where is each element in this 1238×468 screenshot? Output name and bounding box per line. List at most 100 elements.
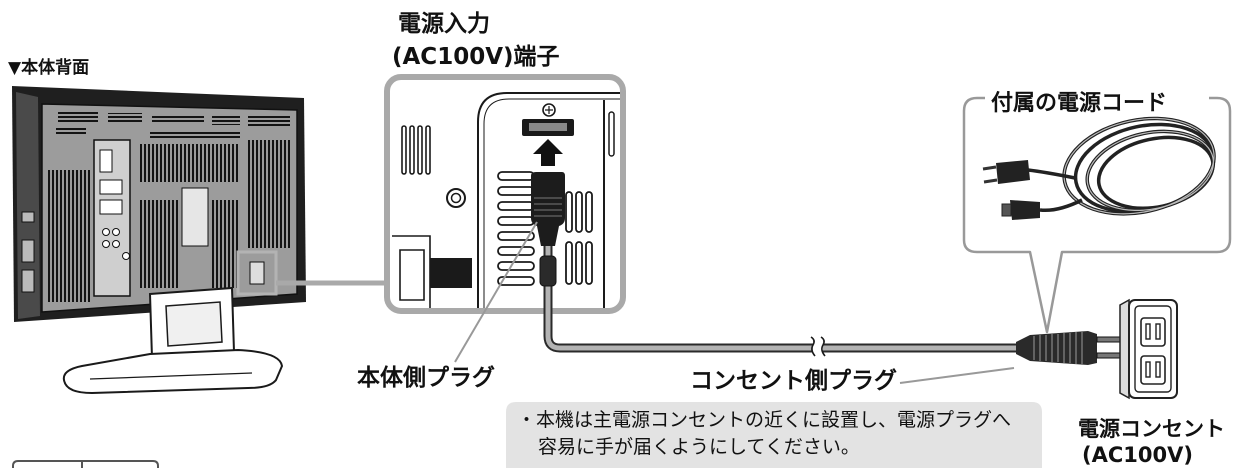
vent-slot bbox=[585, 191, 593, 233]
side-port bbox=[21, 239, 35, 263]
vent-slot bbox=[401, 125, 407, 175]
body-plug-leader-line bbox=[454, 221, 538, 363]
wall-outlet-label: 電源コンセント bbox=[1078, 417, 1225, 441]
power-input-sublabel: (AC100V)端子 bbox=[392, 44, 560, 70]
terminal-jack bbox=[112, 240, 120, 248]
vent-slot bbox=[212, 115, 240, 125]
power-cord bbox=[545, 238, 1020, 351]
socket-slit bbox=[1155, 323, 1161, 340]
outlet-plug-body bbox=[1016, 331, 1097, 365]
outlet-side-plug bbox=[1016, 331, 1122, 365]
stand-bracket-block bbox=[430, 258, 472, 288]
top-vent-slots bbox=[56, 112, 290, 138]
wall-outlet-sublabel: (AC100V) bbox=[1082, 443, 1193, 467]
vent-slot bbox=[575, 241, 583, 285]
power-input-label: 電源入力 bbox=[398, 11, 490, 37]
arrow-up-icon bbox=[533, 139, 563, 166]
closeup-left-slots bbox=[401, 125, 431, 175]
vent-grille bbox=[48, 170, 90, 302]
stand-base bbox=[62, 348, 284, 395]
tv-rear-illustration bbox=[12, 86, 306, 322]
vent-slot bbox=[497, 246, 535, 256]
body-plug-grip bbox=[534, 197, 562, 217]
screw-inner bbox=[450, 192, 462, 204]
rear-vent-grilles bbox=[48, 140, 292, 302]
cord-lead bbox=[1027, 168, 1076, 180]
side-port bbox=[21, 211, 35, 223]
rear-view-label: ▼本体背面 bbox=[8, 58, 90, 78]
cord-break-gap bbox=[813, 341, 823, 355]
outlet-socket bbox=[1140, 355, 1166, 385]
vent-slot bbox=[565, 241, 573, 285]
vent-grille bbox=[246, 140, 292, 248]
socket-slit bbox=[1155, 361, 1161, 378]
stand-base-edge bbox=[89, 372, 253, 380]
vent-slot bbox=[425, 125, 431, 175]
cord-break-wave bbox=[810, 336, 816, 357]
vent-grille bbox=[212, 200, 238, 288]
terminal-jack bbox=[122, 252, 130, 260]
vent-slot bbox=[497, 261, 535, 271]
body-side-plug-label: 本体側プラグ bbox=[357, 365, 495, 391]
vent-slot bbox=[497, 231, 535, 241]
vent-slot bbox=[575, 191, 583, 233]
vent-slot bbox=[417, 125, 423, 175]
vent-slot bbox=[497, 276, 535, 286]
vent-slot bbox=[108, 113, 142, 123]
socket-slit bbox=[1145, 323, 1151, 340]
vent-slot bbox=[248, 116, 290, 126]
note-text-line1: ・本機は主電源コンセントの近くに設置し、電源プラグへ bbox=[517, 409, 1012, 431]
vent-slot bbox=[152, 114, 204, 124]
wall-outlet-icon bbox=[1119, 298, 1178, 400]
terminal-port bbox=[99, 149, 113, 173]
terminal-jack bbox=[102, 228, 110, 236]
cord-lead bbox=[1039, 198, 1083, 213]
cord-coil-highlight bbox=[1086, 130, 1215, 211]
cord-break-wave bbox=[820, 336, 826, 357]
partial-box-edge bbox=[12, 460, 159, 468]
mount-plate bbox=[181, 187, 209, 247]
outlet-plug-grip bbox=[1033, 332, 1083, 364]
note-text-line2: 容易に手が届くようにしてください。 bbox=[538, 436, 860, 458]
cord-coil-highlight bbox=[1063, 117, 1215, 215]
outlet-plug-leader-line bbox=[899, 367, 1015, 384]
outlet-plug-mini bbox=[996, 160, 1030, 184]
socket-slit bbox=[1145, 361, 1151, 378]
cord-break-icon bbox=[810, 336, 826, 357]
coiled-power-cord bbox=[1062, 116, 1216, 216]
outlet-side-depth bbox=[1119, 298, 1130, 400]
power-terminal-closeup bbox=[392, 92, 620, 308]
body-side-plug bbox=[531, 172, 565, 246]
power-terminal-small bbox=[249, 261, 265, 285]
inlet-plug-mini bbox=[1010, 200, 1040, 220]
power-terminal-highlight bbox=[236, 250, 278, 296]
closeup-vertical-slots bbox=[565, 191, 593, 285]
outlet-side-plug-label: コンセント側プラグ bbox=[690, 368, 897, 394]
vent-slot bbox=[56, 128, 86, 136]
cord-coil bbox=[1096, 135, 1215, 210]
rear-panel-edge bbox=[477, 92, 620, 308]
side-slot bbox=[608, 111, 615, 157]
vent-grille bbox=[138, 200, 178, 288]
cord-callout-frame bbox=[962, 96, 1232, 334]
terminal-port bbox=[99, 179, 123, 195]
plug-prong bbox=[1096, 336, 1122, 343]
vent-slot bbox=[150, 130, 240, 138]
body-plug-shell bbox=[531, 172, 565, 246]
side-port bbox=[21, 269, 35, 293]
inlet-plug-face bbox=[1001, 203, 1012, 217]
vent-slot bbox=[58, 112, 98, 122]
stand-neck-inner bbox=[165, 301, 223, 347]
ac-inlet-opening bbox=[529, 123, 567, 131]
vent-grille bbox=[138, 144, 238, 182]
plug-prongs bbox=[982, 165, 998, 184]
terminal-jack bbox=[102, 240, 110, 248]
outlet-plate bbox=[1134, 305, 1172, 393]
rear-panel-edge-inner bbox=[483, 98, 620, 308]
ferrite-core bbox=[539, 255, 557, 287]
note-box bbox=[506, 402, 1042, 468]
vent-slot bbox=[565, 191, 573, 233]
plug-prong bbox=[1096, 352, 1122, 359]
terminal-jack bbox=[112, 228, 120, 236]
